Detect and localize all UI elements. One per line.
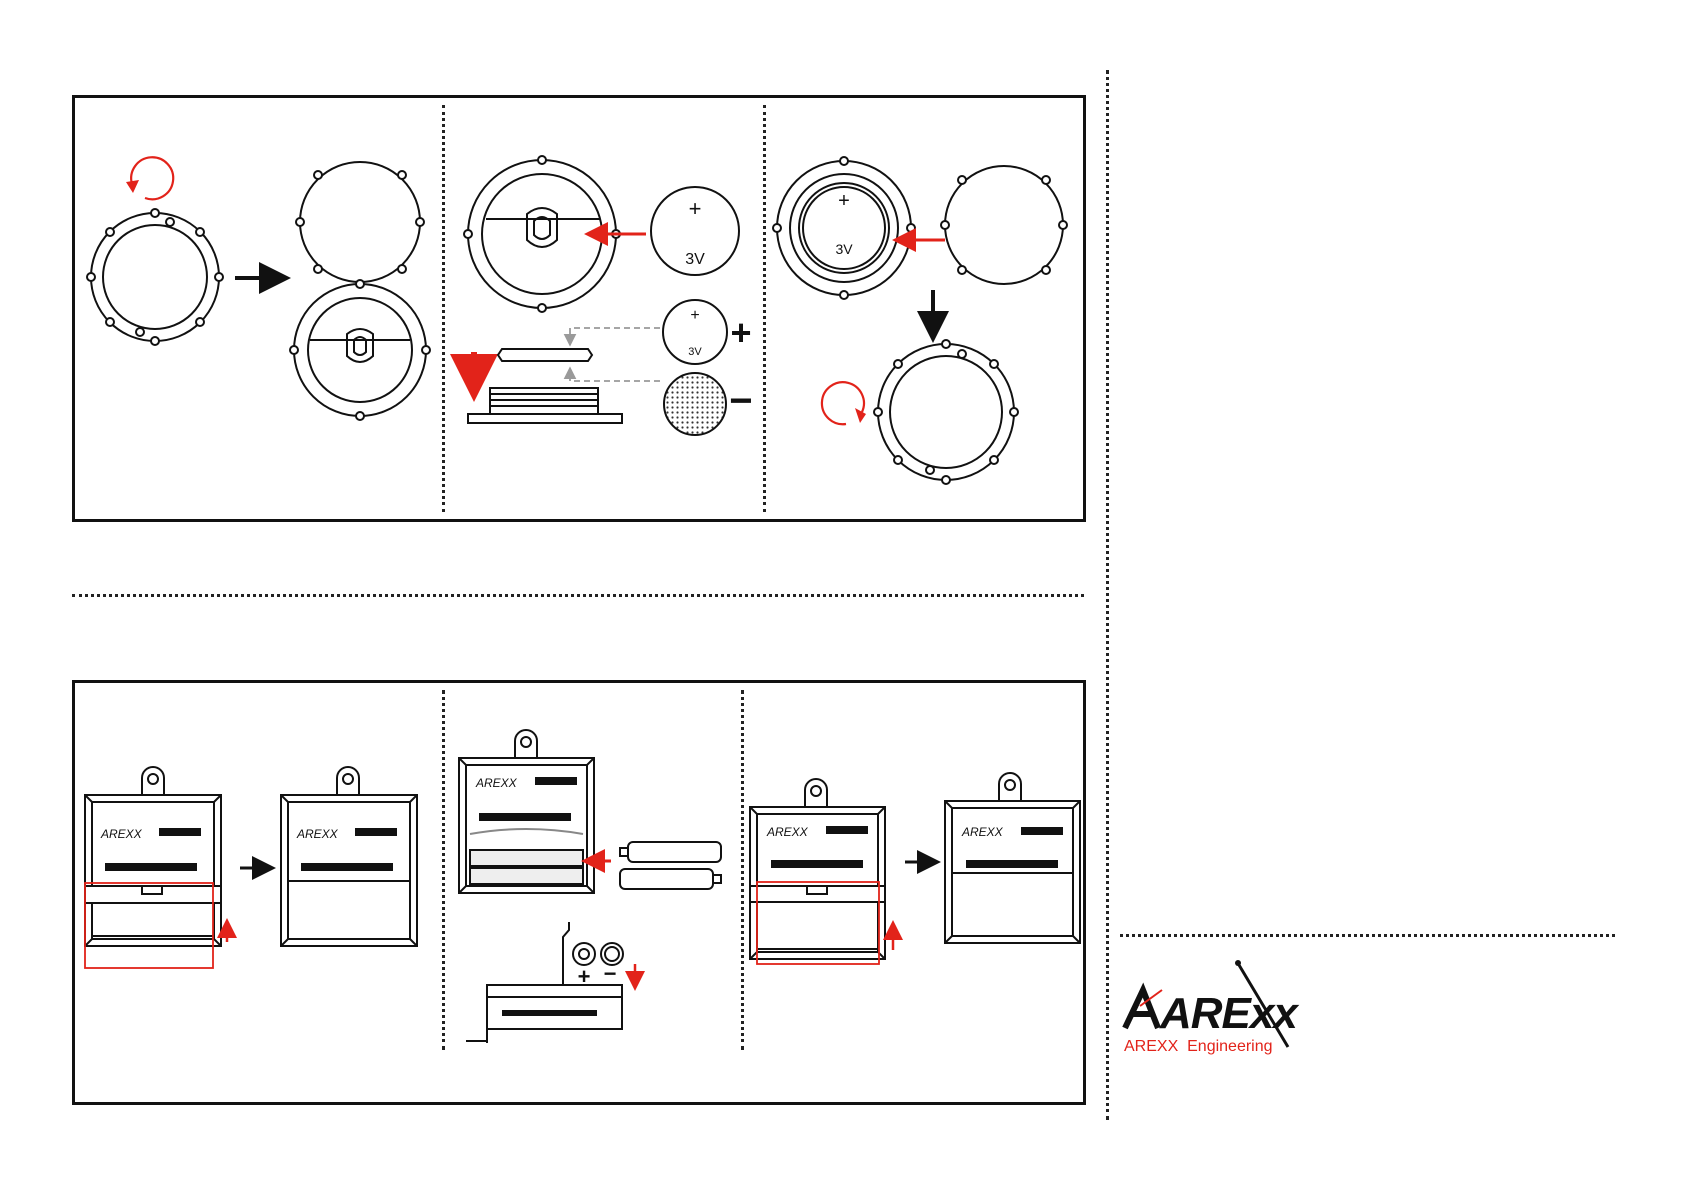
receiver-side-view bbox=[466, 922, 622, 1043]
sensor-base-with-battery bbox=[773, 157, 915, 299]
polarity-plus-label: + bbox=[730, 312, 751, 353]
aa-battery-top bbox=[620, 842, 721, 862]
sensor-cover-right bbox=[941, 166, 1067, 284]
step-insert-aa-batteries: AREXX + − bbox=[459, 730, 721, 1043]
device-logo-label: AREXX bbox=[766, 825, 809, 839]
coin-battery-negative-side bbox=[664, 373, 726, 435]
sensor-base-open bbox=[290, 280, 430, 420]
battery-plus-small-label: + bbox=[690, 307, 699, 324]
sensor-housing-closed bbox=[87, 209, 223, 345]
device-logo-label: AREXX bbox=[100, 827, 143, 841]
battery-holder-side bbox=[468, 388, 622, 423]
step-insert-coin-battery: + 3V + 3V + − bbox=[464, 156, 753, 435]
polarity-plus-label: + bbox=[578, 964, 591, 989]
polarity-minus-label: − bbox=[604, 961, 617, 986]
device-logo-label: AREXX bbox=[296, 827, 339, 841]
rotate-clockwise-icon bbox=[822, 382, 866, 424]
brand-logo-text: ARExx bbox=[1159, 989, 1299, 1038]
battery-plus-label: + bbox=[689, 196, 702, 221]
rotate-counterclockwise-icon bbox=[126, 157, 173, 199]
coin-battery-side bbox=[498, 349, 592, 361]
aa-battery-bottom bbox=[620, 869, 721, 889]
brand-tagline: AREXX Engineering bbox=[1124, 1038, 1273, 1055]
inserted-battery-plus-label: + bbox=[838, 190, 850, 212]
step-open-sensor bbox=[87, 157, 430, 420]
sensor-housing-assembled bbox=[874, 340, 1018, 484]
step-close-sensor: + 3V bbox=[773, 157, 1067, 484]
device-logo-label: AREXX bbox=[475, 776, 518, 790]
receiver-device-open bbox=[281, 767, 417, 946]
polarity-minus-label: − bbox=[729, 379, 752, 423]
device-logo-label: AREXX bbox=[961, 825, 1004, 839]
receiver-device-closing bbox=[750, 779, 885, 964]
battery-voltage-label: 3V bbox=[685, 251, 705, 268]
receiver-device-closed-cover bbox=[85, 767, 221, 968]
battery-voltage-small-label: 3V bbox=[688, 346, 702, 358]
receiver-device-closed bbox=[945, 773, 1080, 943]
step-open-receiver: AREXX AREXX bbox=[85, 767, 417, 968]
inserted-battery-voltage-label: 3V bbox=[835, 241, 853, 257]
sensor-cover bbox=[296, 162, 424, 282]
step-close-receiver: AREXX AREXX bbox=[750, 773, 1080, 964]
receiver-device-battery-compartment bbox=[459, 730, 594, 893]
